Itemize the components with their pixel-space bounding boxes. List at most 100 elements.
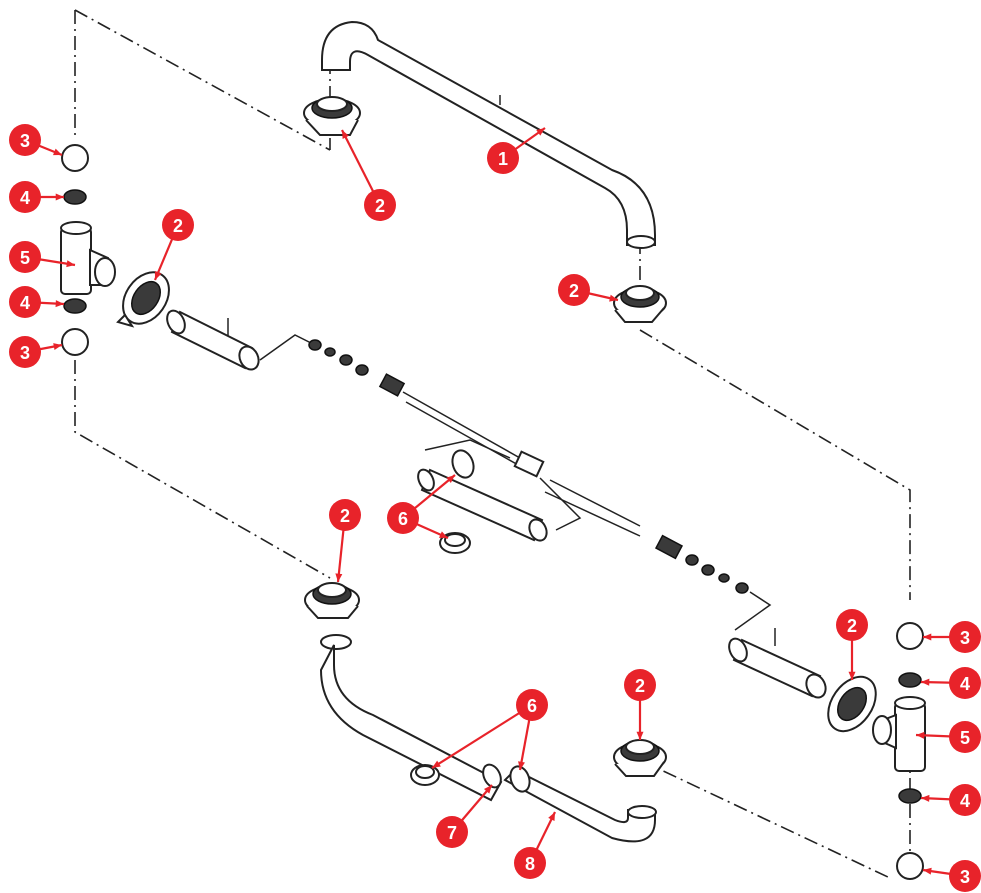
callout-cap-top-right: 3 [923, 621, 981, 653]
callout-tee-right: 5 [915, 721, 981, 753]
callout-number: 4 [960, 674, 970, 694]
clamp-left-tee [116, 271, 170, 328]
callout-number: 2 [173, 216, 183, 236]
callout-number: 3 [960, 867, 970, 887]
valve-body-left [166, 309, 316, 371]
clamp-lower-left [304, 582, 360, 619]
callout-arrowhead [55, 193, 64, 201]
callout-badge [558, 274, 590, 306]
callout-badge [949, 621, 981, 653]
callout-number: 3 [960, 628, 970, 648]
callout-badge [387, 502, 419, 534]
callout-arrowhead [916, 731, 925, 739]
callout-badge [9, 286, 41, 318]
callout-lower-tube: 8 [514, 811, 556, 879]
stem-parts-upper [308, 339, 545, 478]
gasket-bottom-left [63, 298, 87, 314]
callout-arrowhead [53, 148, 62, 156]
lower-tube [319, 634, 657, 843]
lower-tube-joint [482, 763, 502, 789]
callout-badge [949, 721, 981, 753]
callout-arrowhead [518, 761, 525, 770]
callout-small-clamps-center: 6 [387, 474, 456, 540]
callout-number: 4 [20, 188, 30, 208]
callout-arrowhead [636, 731, 644, 740]
upper-tube [321, 20, 656, 249]
gasket-top-right [898, 672, 922, 688]
callout-upper-tube: 1 [487, 127, 546, 174]
callout-arrowhead [923, 633, 932, 641]
callout-arrowhead [154, 271, 162, 280]
tee-left [60, 221, 116, 295]
callout-clamp-right-tee: 2 [836, 609, 868, 680]
assembly-lines [74, 9, 911, 879]
callout-badge [364, 189, 396, 221]
callout-number: 8 [525, 854, 535, 874]
callout-arrowhead [53, 343, 62, 350]
callout-arrowhead [609, 294, 618, 302]
callout-clamp-upper-right: 2 [558, 274, 619, 306]
callout-number: 2 [375, 196, 385, 216]
callout-number: 3 [20, 343, 30, 363]
callout-gasket-top-left: 4 [9, 181, 64, 213]
clamp-upper-left [303, 96, 361, 136]
callouts: 1 2 2 2 2 2 2 3 3 3 3 4 4 4 4 5 5 6 6 7 8 [9, 124, 981, 892]
gasket-top-left [63, 189, 87, 205]
callout-number: 6 [527, 696, 537, 716]
callout-number: 5 [20, 248, 30, 268]
callout-badge [9, 124, 41, 156]
callout-number: 2 [847, 616, 857, 636]
stem-parts-lower [654, 534, 772, 631]
callout-arrowhead [923, 867, 932, 875]
small-clamps-lower [410, 764, 531, 793]
callout-badge [516, 689, 548, 721]
callout-gasket-bottom-left: 4 [9, 286, 65, 318]
callout-badge [624, 669, 656, 701]
callout-cap-top-left: 3 [9, 124, 63, 157]
callout-arrowhead [55, 300, 64, 308]
callout-arrowhead [342, 130, 349, 139]
callout-number: 2 [340, 506, 350, 526]
callout-small-clamps-lower: 6 [431, 689, 548, 771]
callout-arrowhead [446, 475, 455, 483]
cap-top-left [61, 144, 89, 172]
callout-lower-tube-joint: 7 [436, 784, 493, 848]
cap-top-right [896, 622, 924, 650]
callout-arrowhead [921, 678, 930, 686]
clamp-right-tee [827, 675, 877, 733]
callout-number: 1 [498, 149, 508, 169]
callout-clamp-upper-left: 2 [341, 129, 396, 221]
center-cylinder [417, 439, 641, 542]
callout-clamp-left-tee: 2 [153, 209, 194, 281]
callout-arrowhead [536, 128, 545, 136]
callout-badge [9, 241, 41, 273]
callout-arrowhead [548, 812, 555, 821]
callout-badge [949, 784, 981, 816]
callout-tee-left: 5 [9, 241, 76, 273]
callout-badge [436, 816, 468, 848]
callout-number: 7 [447, 823, 457, 843]
tee-right [872, 696, 926, 772]
callout-arrowhead [66, 260, 75, 268]
cap-bottom-left [61, 328, 89, 356]
callout-number: 2 [569, 281, 579, 301]
callout-leader-line [431, 704, 533, 769]
callout-badge [329, 499, 361, 531]
callout-arrowhead [335, 573, 343, 582]
callout-badge [949, 667, 981, 699]
callout-number: 5 [960, 728, 970, 748]
callout-clamp-lower-left: 2 [329, 499, 361, 583]
callout-number: 2 [635, 676, 645, 696]
callout-badge [514, 847, 546, 879]
callout-gasket-bottom-right: 4 [920, 784, 981, 816]
callout-badge [487, 142, 519, 174]
cap-bottom-right [896, 852, 924, 880]
callout-number: 4 [20, 293, 30, 313]
callout-number: 3 [20, 131, 30, 151]
gasket-bottom-right [898, 788, 922, 804]
callout-number: 4 [960, 791, 970, 811]
callout-gasket-top-right: 4 [920, 667, 981, 699]
callout-arrowhead [483, 785, 492, 794]
callout-arrowhead [921, 794, 930, 802]
